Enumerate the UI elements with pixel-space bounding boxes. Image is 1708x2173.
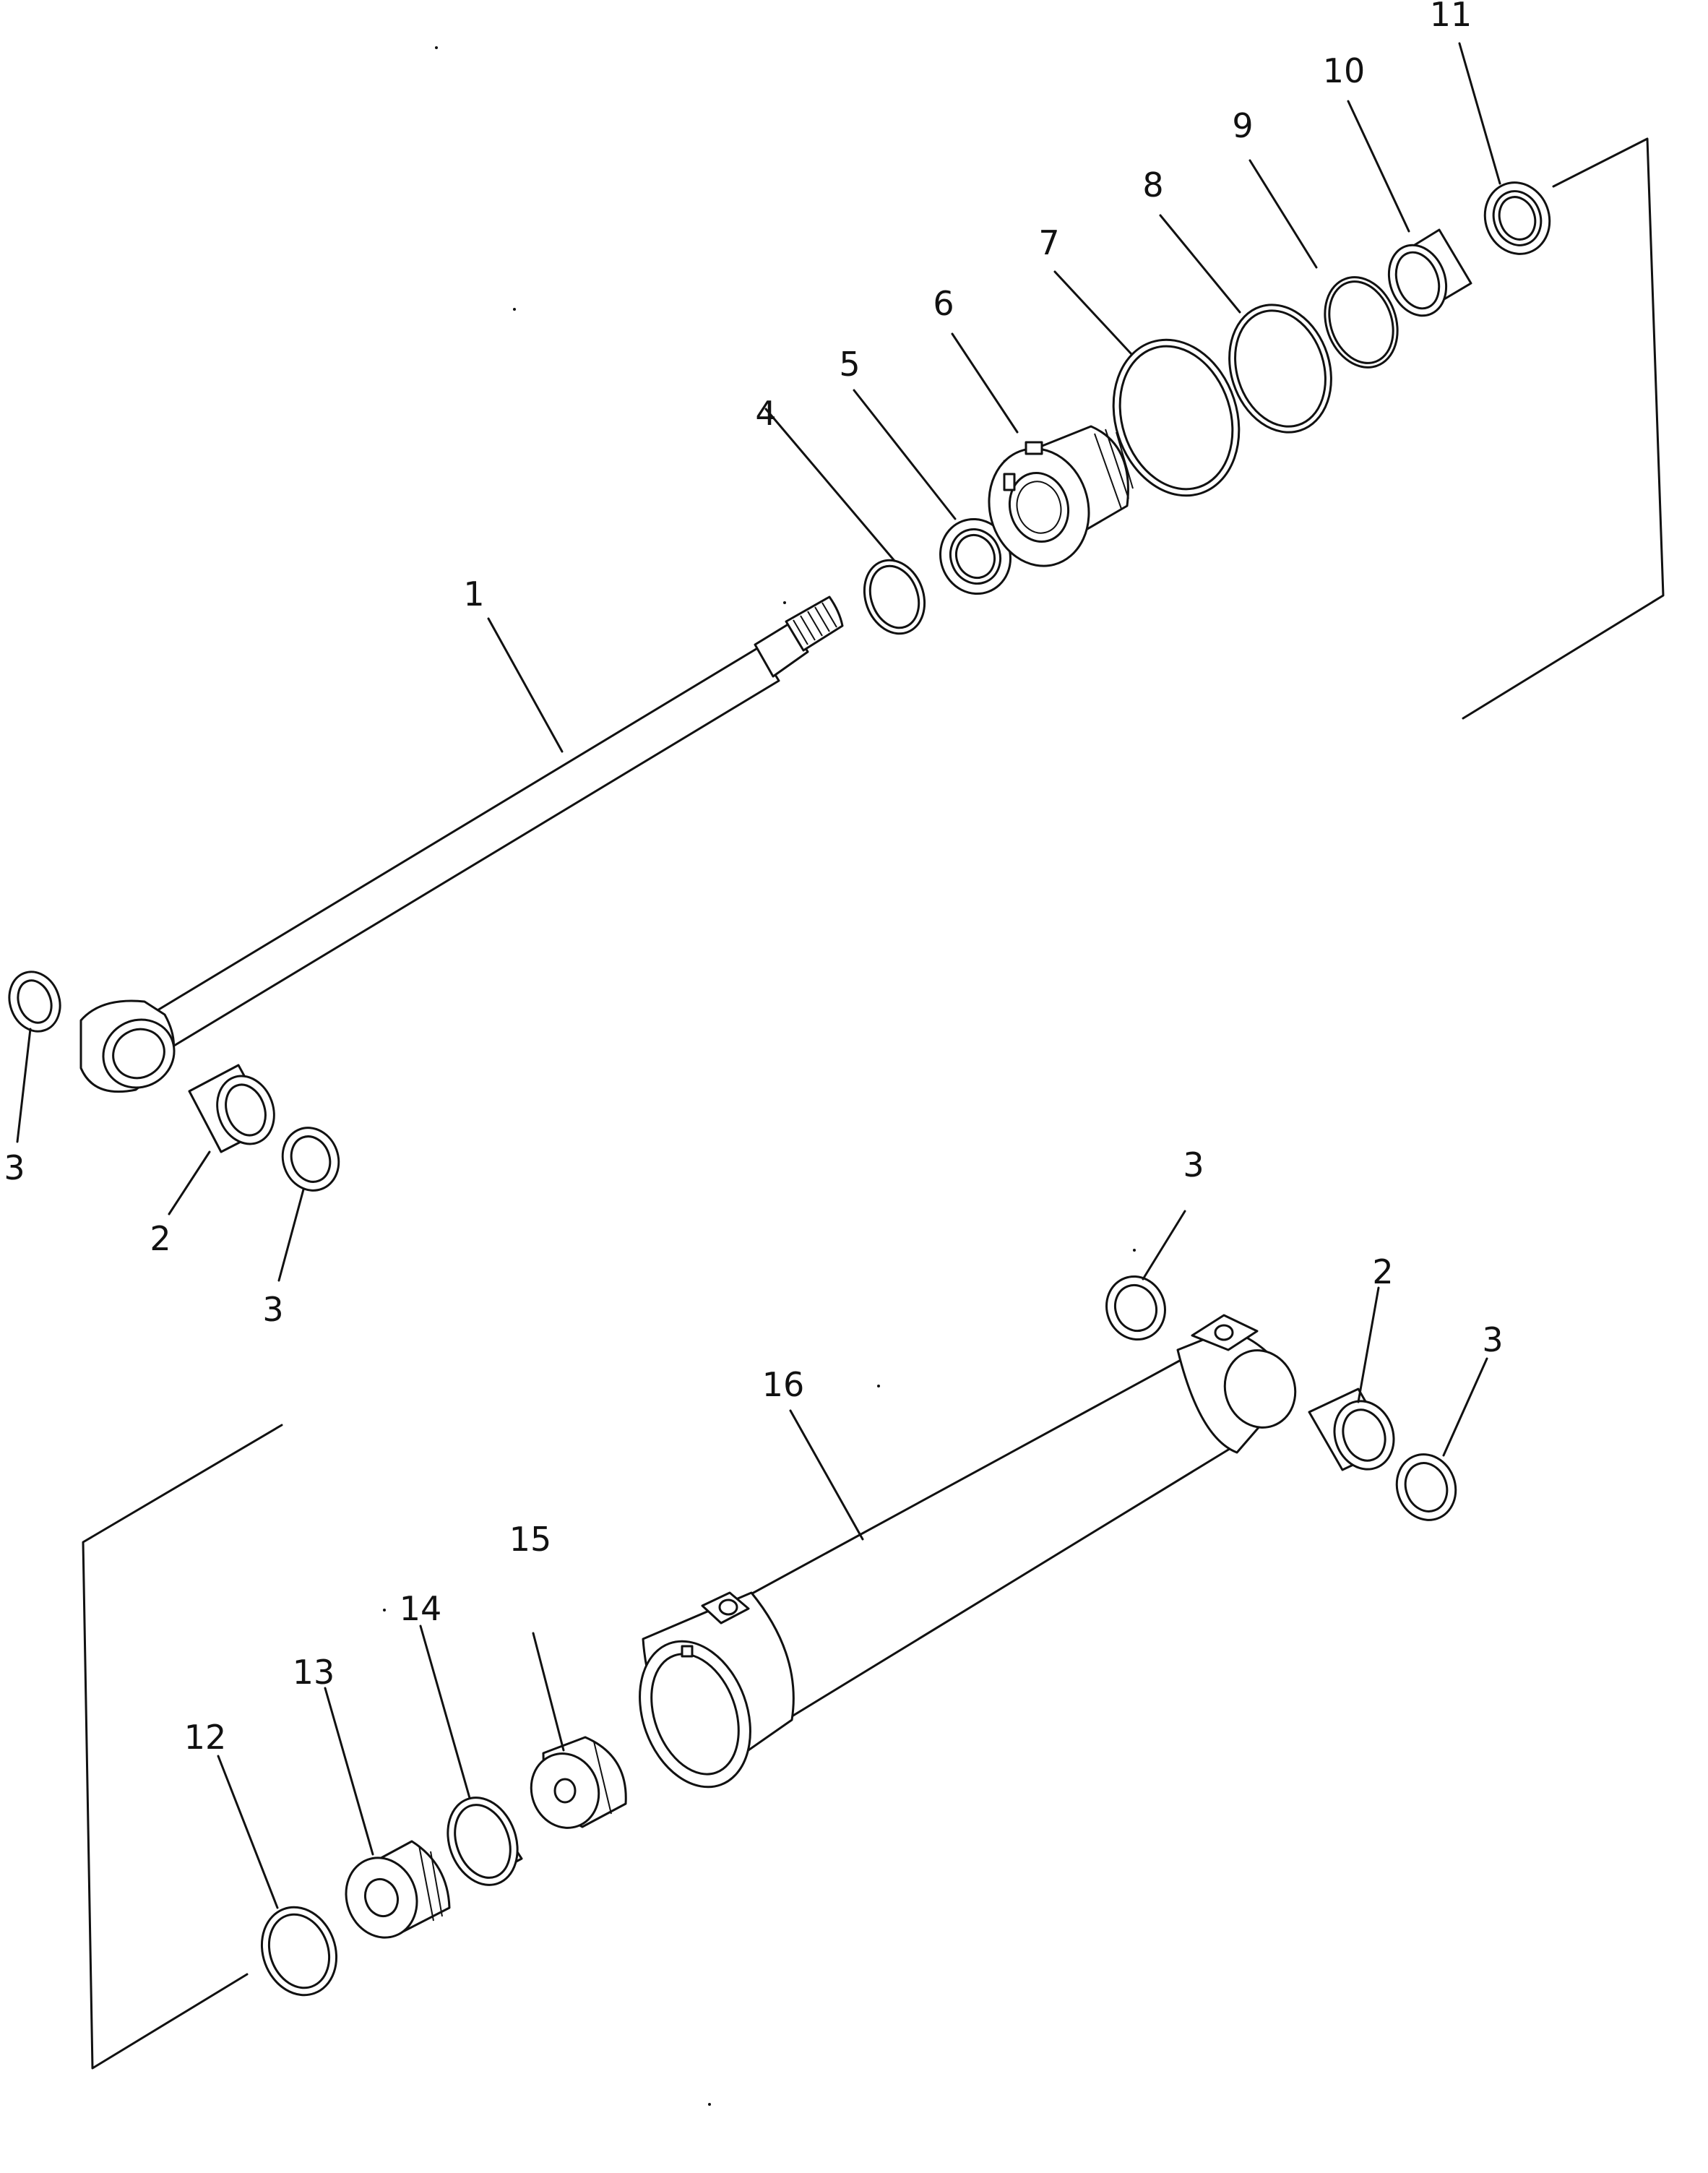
wear-ring-12 [260, 1906, 338, 1997]
callout-7: 7 [1038, 223, 1059, 262]
bushing-2-lower [1308, 1387, 1395, 1471]
dust-seal-lower-right [1395, 1453, 1457, 1521]
seal-11 [1483, 181, 1551, 255]
nut-15 [530, 1736, 627, 1829]
o-ring-7 [1112, 338, 1241, 497]
callout-5: 5 [839, 345, 860, 384]
scan-specks [383, 46, 1136, 2106]
callout-1: 1 [463, 575, 484, 614]
backup-ring-8 [1228, 304, 1332, 434]
snap-ring [863, 559, 926, 635]
leader-lines [16, 42, 1501, 1909]
callout-3: 3 [1482, 1320, 1503, 1359]
piston-rod [79, 595, 844, 1093]
cylinder-head-6 [988, 425, 1134, 567]
callout-13: 13 [293, 1653, 335, 1692]
bushing-2-upper [188, 1064, 275, 1153]
callout-2: 2 [1372, 1252, 1393, 1291]
cylinder-tube [639, 1314, 1297, 1789]
dust-seal-left [8, 971, 61, 1033]
dust-seal-upper-right [281, 1127, 340, 1192]
callout-14: 14 [400, 1589, 442, 1628]
ring-14 [447, 1797, 523, 1886]
callout-16: 16 [762, 1365, 805, 1404]
bushing-10 [1387, 228, 1472, 317]
dust-seal-lower-left [1105, 1275, 1166, 1341]
callout-2: 2 [150, 1219, 171, 1258]
group-bracket-upper [1462, 137, 1665, 720]
callout-3: 3 [1183, 1145, 1204, 1184]
callout-10: 10 [1323, 51, 1366, 90]
callout-3: 3 [4, 1148, 25, 1187]
group-bracket-lower [82, 1424, 283, 2070]
o-ring-9 [1324, 276, 1399, 369]
callout-8: 8 [1142, 165, 1163, 205]
callout-12: 12 [184, 1718, 227, 1757]
callout-15: 15 [509, 1520, 552, 1559]
piston-13 [345, 1840, 451, 1939]
callout-9: 9 [1232, 106, 1253, 145]
callout-4: 4 [755, 394, 776, 433]
callout-6: 6 [933, 284, 954, 323]
callout-labels: 1 2 2 3 3 3 3 4 5 6 7 8 9 10 11 12 13 14… [4, 0, 1503, 1757]
callout-11: 11 [1430, 0, 1472, 34]
callout-3: 3 [262, 1290, 283, 1329]
